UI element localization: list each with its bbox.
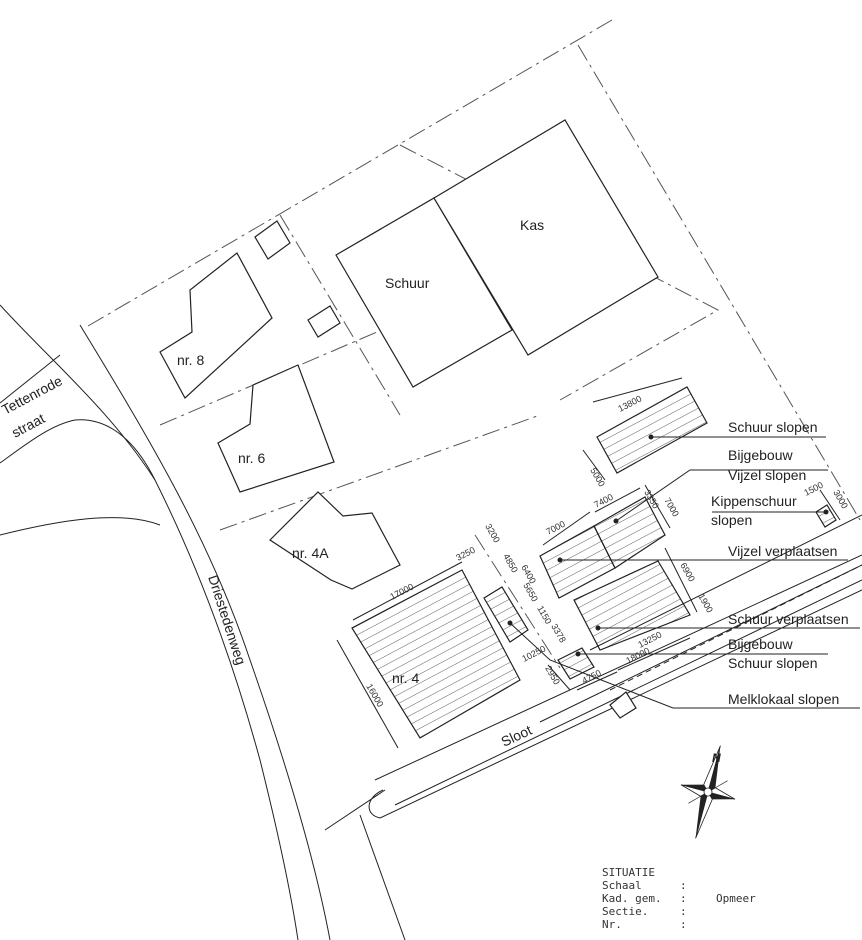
dim-label: 10250: [520, 644, 547, 664]
title-block-label: Schaal: [602, 879, 642, 892]
dim-label: 16000: [364, 682, 385, 709]
callout-vijzel-verplaatsen: Vijzel verplaatsen: [728, 543, 837, 559]
hatched-buildings: [351, 386, 837, 739]
callout-schuur-slopen: Schuur slopen: [728, 419, 818, 435]
house-nr4a: [269, 491, 401, 590]
callout-kippenschuur-line1: Kippenschuur: [711, 493, 797, 509]
schuur-kas: [335, 119, 659, 388]
label-nr6: nr. 6: [238, 450, 265, 466]
label-kas: Kas: [520, 217, 544, 233]
callout-melklokaal: Melklokaal slopen: [728, 691, 839, 707]
dim-label: 3000: [831, 488, 850, 510]
dim-label: 7000: [662, 496, 681, 518]
label-schuur: Schuur: [385, 275, 430, 291]
compass-rose-icon: [680, 745, 736, 839]
label-nr4: nr. 4: [392, 670, 419, 686]
callout-bijgebouw-vijzel-line1: Bijgebouw: [728, 447, 793, 463]
house-nr6: [217, 364, 335, 493]
dim-label: 3250: [454, 545, 476, 563]
title-block-label: Nr.: [602, 918, 622, 931]
street-sloot: Sloot: [499, 722, 535, 750]
property-boundaries: [87, 19, 861, 669]
roads: [0, 304, 331, 940]
title-block-sep: :: [680, 905, 687, 918]
compass-north-label: N: [712, 751, 721, 765]
dim-label: 3200: [483, 522, 502, 544]
dimension-lines: [336, 377, 841, 749]
title-block-sep: :: [680, 879, 687, 892]
callout-leaders: [507, 434, 860, 709]
title-block-value: Opmeer: [716, 892, 756, 905]
callout-kippenschuur-line2: slopen: [711, 512, 752, 528]
callout-bijgebouw-schuur-line2: Schuur slopen: [728, 655, 818, 671]
label-nr4a: nr. 4A: [292, 545, 329, 561]
dim-label: 5000: [588, 466, 607, 488]
title-block: SITUATIE Schaal : Kad. gem. : Opmeer Sec…: [602, 866, 756, 931]
dim-label: 1900: [696, 592, 715, 614]
title-block-title: SITUATIE: [602, 866, 655, 879]
title-block-label: Sectie.: [602, 905, 648, 918]
dim-label: 5650: [521, 581, 540, 603]
dim-label: 13800: [616, 394, 643, 414]
street-tettenrode-line2: straat: [9, 410, 48, 441]
dim-label: 7000: [544, 519, 566, 537]
house-nr8: [159, 220, 341, 399]
dim-label: 4850: [501, 552, 520, 574]
label-nr8: nr. 8: [177, 352, 204, 368]
title-block-label: Kad. gem.: [602, 892, 662, 905]
title-block-sep: :: [680, 918, 687, 931]
callout-schuur-verplaatsen: Schuur verplaatsen: [728, 611, 849, 627]
title-block-sep: :: [680, 892, 687, 905]
callout-bijgebouw-schuur-line1: Bijgebouw: [728, 636, 793, 652]
dim-label: 18000: [624, 646, 651, 666]
dim-label: 1150: [535, 604, 553, 626]
callout-bijgebouw-vijzel-line2: Vijzel slopen: [728, 467, 806, 483]
dim-label: 3378: [549, 622, 568, 644]
